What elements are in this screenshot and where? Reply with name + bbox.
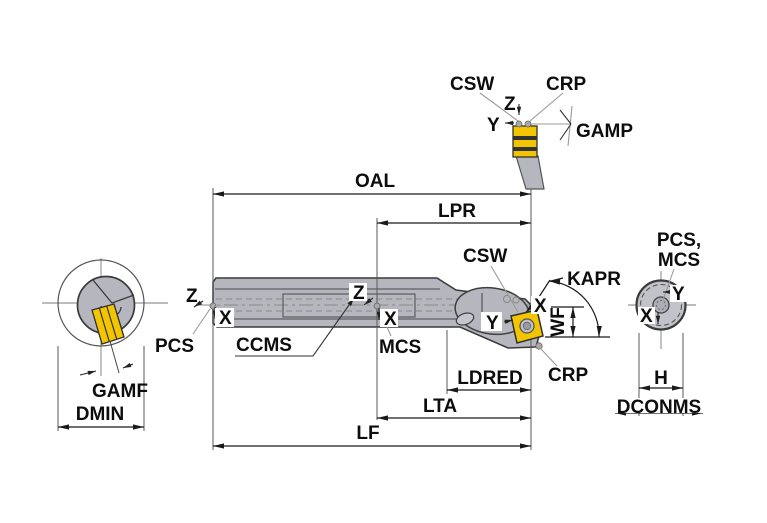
- gamf-label: GAMF: [92, 381, 148, 402]
- insert-detail-view: CSW CRP Z Y GAMP: [450, 74, 633, 190]
- csw-label-main: CSW: [463, 246, 507, 267]
- z-axis-left: Z: [186, 286, 198, 307]
- crp-label-detail: CRP: [546, 74, 586, 95]
- dconms-label: DCONMS: [617, 397, 701, 418]
- front-insert: [91, 303, 125, 345]
- lta-label: LTA: [423, 396, 457, 417]
- x-axis-head: X: [534, 296, 547, 317]
- shank-center-hole: [652, 296, 670, 314]
- gamp-label: GAMP: [576, 121, 633, 142]
- front-end-view: GAMF DMIN: [42, 258, 168, 431]
- crp-point: [535, 342, 543, 350]
- insert-side-profile: [512, 125, 545, 190]
- pcs-label: PCS: [155, 336, 194, 357]
- head-hole: [455, 312, 475, 326]
- z-axis-mid: Z: [353, 283, 365, 304]
- x-axis-left: X: [219, 308, 232, 329]
- x-axis-mid: X: [384, 309, 397, 330]
- oal-label: OAL: [355, 171, 396, 192]
- kapr-label: KAPR: [567, 269, 621, 290]
- mcs-point: [373, 302, 381, 310]
- mcs-label: MCS: [379, 337, 421, 358]
- cutting-insert: [510, 309, 544, 344]
- crp-label-main: CRP: [548, 365, 588, 386]
- ldred-label: LDRED: [457, 368, 522, 389]
- dmin-label: DMIN: [76, 404, 125, 425]
- svg-text:WF: WF: [548, 307, 569, 337]
- y-axis-back: Y: [672, 284, 685, 305]
- dmin-circle: [57, 259, 145, 347]
- back-end-view: Y X PCS, MCS H DCONMS: [611, 230, 708, 418]
- lpr-label: LPR: [438, 201, 476, 222]
- pcs-mcs-label-1: PCS,: [657, 230, 701, 251]
- lf-label: LF: [356, 423, 379, 444]
- wf-label: WF: [548, 307, 569, 337]
- h-label: H: [654, 368, 668, 389]
- ccms-label: CCMS: [236, 335, 292, 356]
- z-axis-detail: Z: [504, 94, 516, 115]
- y-axis-detail: Y: [487, 115, 500, 136]
- csw-label-detail: CSW: [450, 74, 494, 95]
- x-axis-back: X: [640, 306, 653, 327]
- pcs-mcs-label-2: MCS: [658, 250, 700, 271]
- y-axis-head: Y: [486, 313, 499, 334]
- dimension-lines: [213, 191, 610, 449]
